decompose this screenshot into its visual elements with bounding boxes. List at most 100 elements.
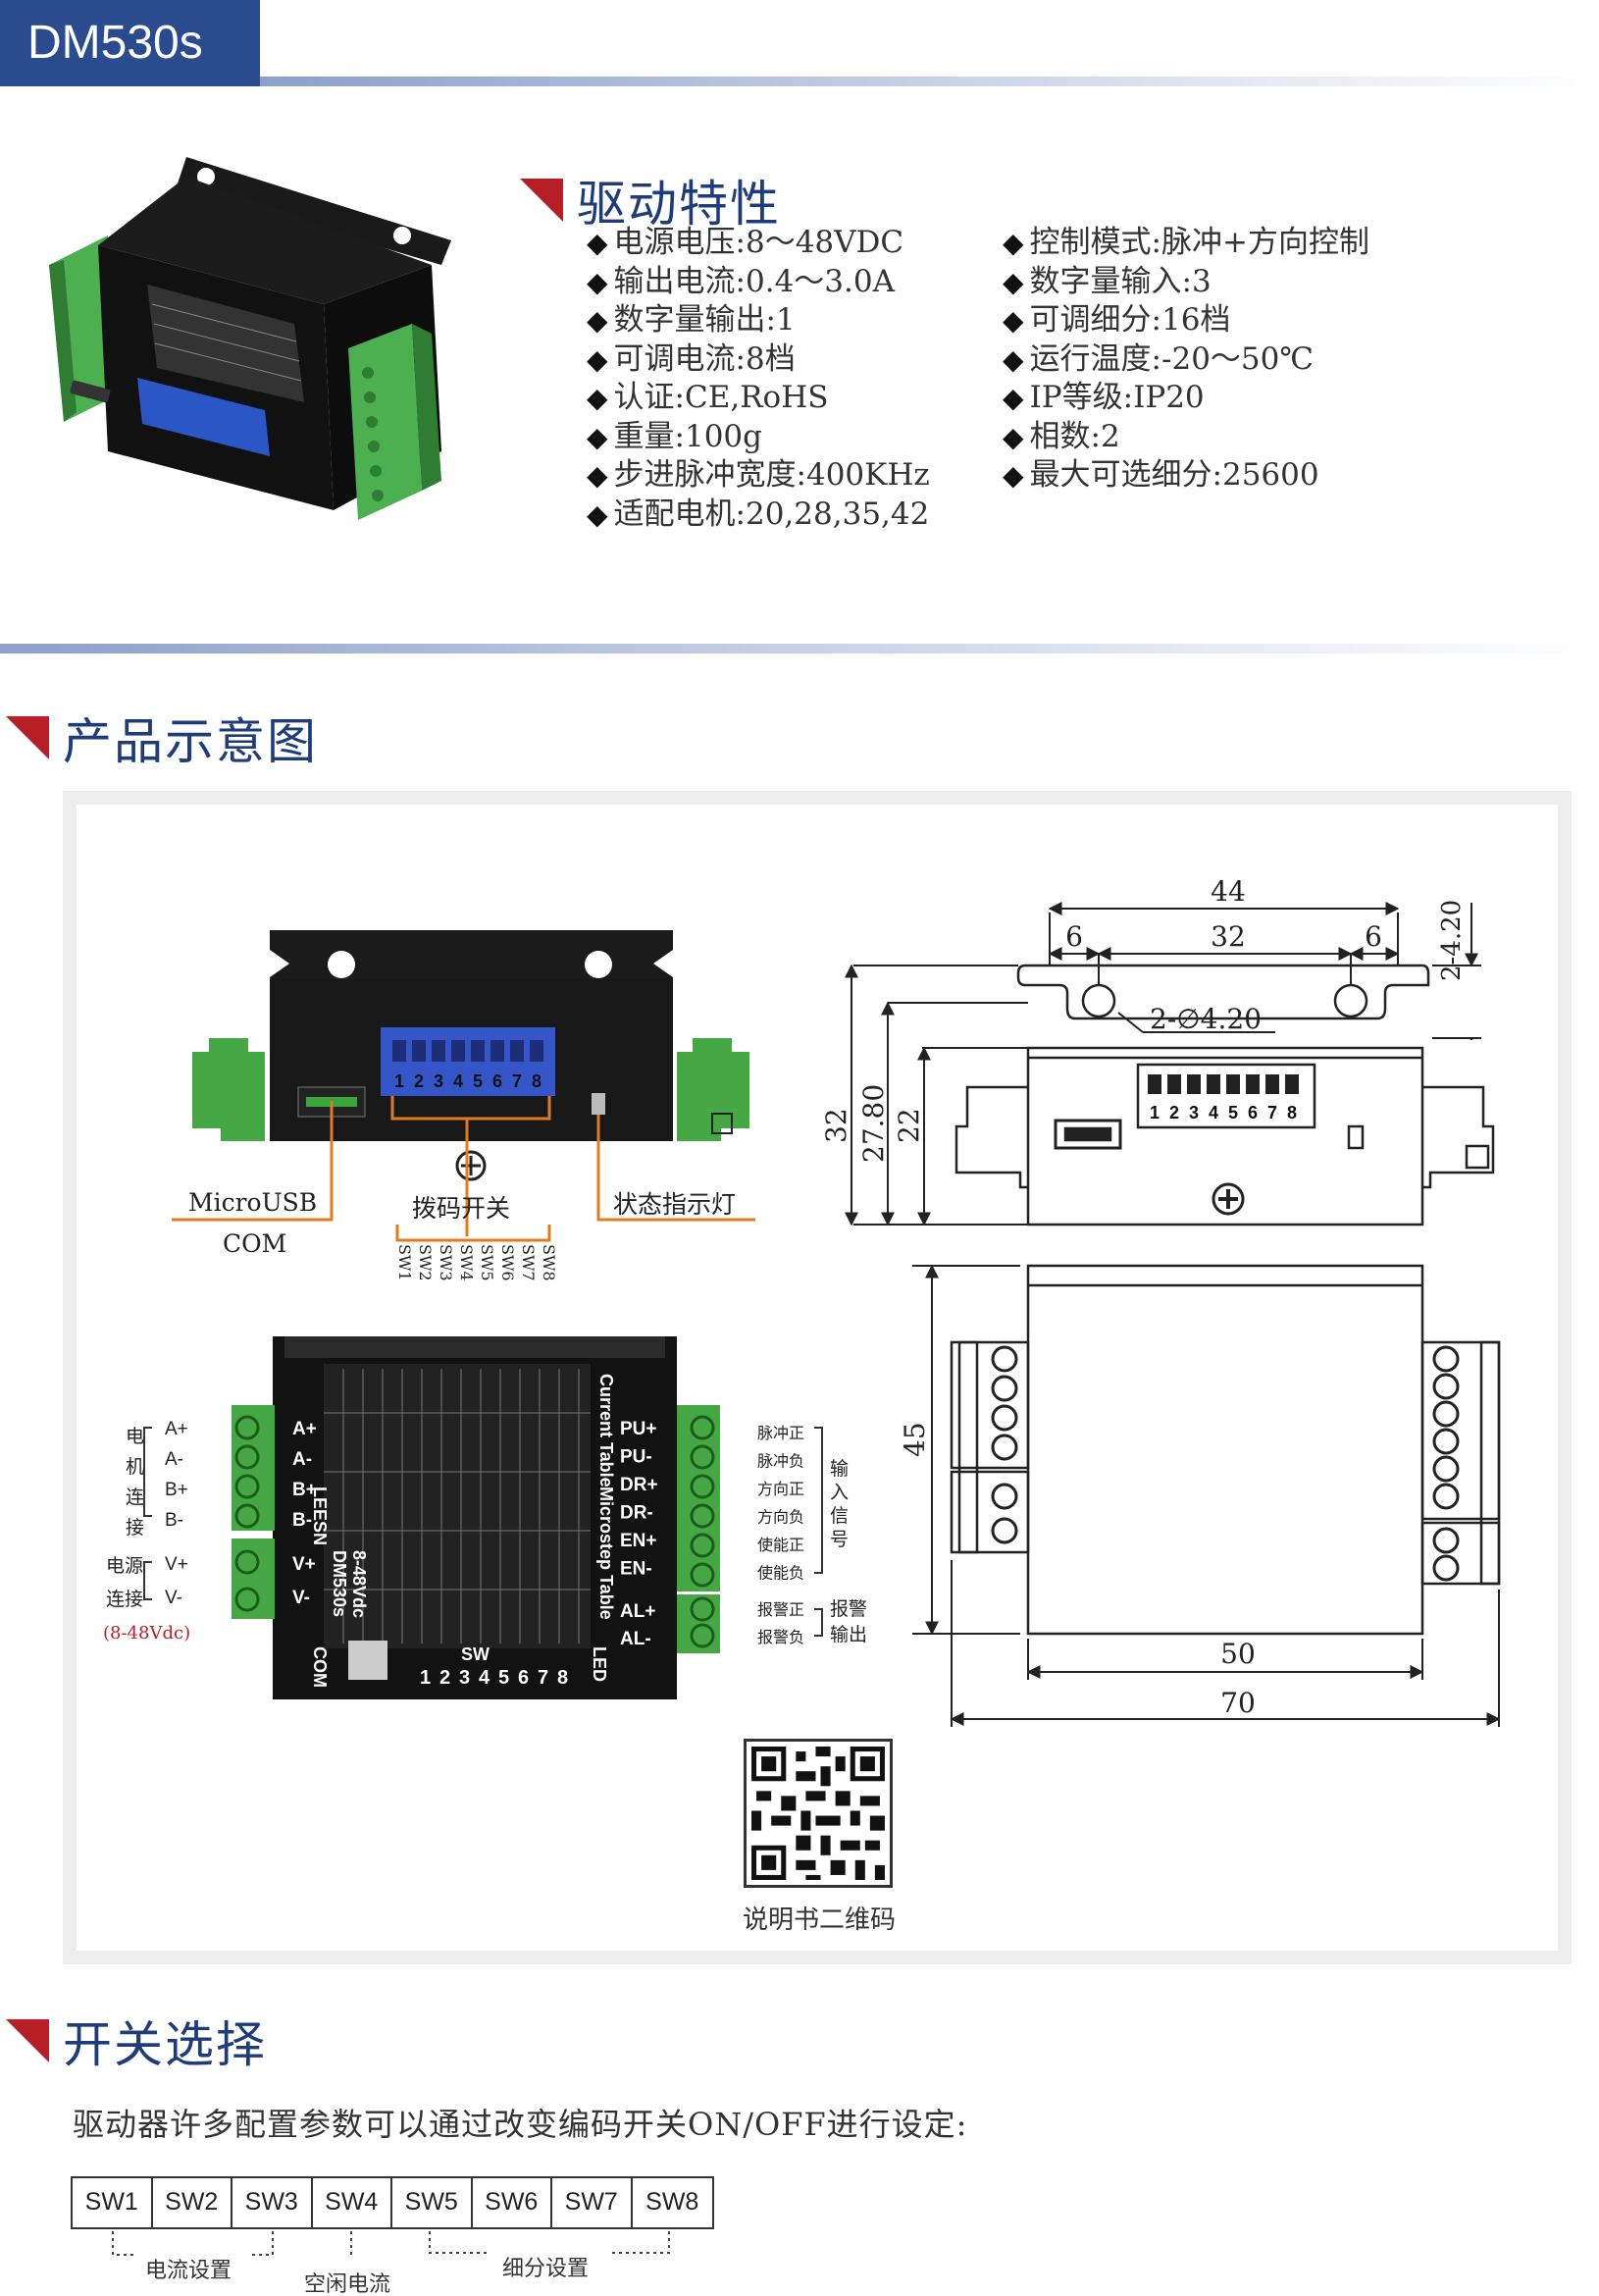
dip-number: 1 [420,1667,431,1689]
qr-code-icon [747,1742,890,1885]
feature-item: ◆数字量输入:3 [1003,263,1369,302]
diamond-bullet-icon: ◆ [1003,459,1024,492]
led-label: 状态指示灯 [613,1190,736,1219]
device-signal-pin-label: AL- [620,1629,651,1649]
device-pin-label: A- [292,1449,312,1470]
product-photo [49,157,451,520]
dim-44: 44 [1211,875,1246,908]
dim-6-left: 6 [1065,920,1083,953]
signal-name-label: 报警正 [757,1600,804,1619]
switch-cell-sw6: SW6 [473,2178,552,2227]
diamond-bullet-icon: ◆ [1003,342,1024,376]
features-heading: 驱动特性 [520,165,781,235]
dip-number: 7 [1267,1103,1277,1122]
feature-item: ◆IP等级:IP20 [1003,379,1369,418]
dip-number: 5 [498,1667,509,1689]
feature-item: ◆控制模式:脉冲+方向控制 [1003,224,1369,263]
dip-number: 6 [518,1667,529,1689]
feature-item: ◆适配电机:20,28,35,42 [587,496,930,535]
device-signal-pin-label: EN- [620,1559,652,1580]
dip-number: 1 [1150,1103,1160,1122]
group-idle-label: 空闲电流 [304,2272,391,2296]
dim-32-vertical: 32 [820,1108,852,1143]
dip-number: 7 [538,1667,548,1689]
switch-cell-sw4: SW4 [313,2178,392,2227]
diamond-bullet-icon: ◆ [1003,304,1024,337]
dim-70: 70 [1220,1687,1256,1719]
dim-hole-offset: 2-4.20 [1437,900,1467,981]
qr-label: 说明书二维码 [742,1905,896,1935]
device-signal-pin-label: PU+ [620,1419,657,1439]
diamond-bullet-icon: ◆ [587,227,608,259]
device-pin-label: V- [292,1588,310,1608]
dip-number: 4 [453,1071,463,1091]
switch-heading: 开关选择 [6,2006,267,2076]
feature-item: ◆输出电流:0.4～3.0A [587,263,930,302]
motor-pin-label: A+ [165,1419,188,1439]
dim-hole-label: 2-∅4.20 [1150,1003,1262,1035]
switch-cell-sw2: SW2 [153,2178,232,2227]
group-label-vertical: 输入信号 [830,1458,849,1550]
device-com-text: COM [310,1646,330,1688]
screw-icon [455,1150,487,1181]
motor-pin-label: B+ [165,1480,188,1500]
com-label: COM [223,1229,286,1258]
device-brand: LEESN [310,1487,330,1545]
signal-name-label: 脉冲负 [757,1452,804,1471]
switch-cell-sw7: SW7 [552,2178,633,2227]
manual-qr-code[interactable] [744,1739,893,1888]
device-signal-pin-label: PU- [620,1447,652,1468]
feature-item: ◆最大可选细分:25600 [1003,456,1369,496]
switch-name-vertical: SW5 [478,1244,496,1281]
switch-name-vertical: SW1 [395,1244,414,1281]
dip-number: 3 [1189,1103,1199,1122]
switch-group-brackets [112,2231,670,2256]
device-signal-pin-label: AL+ [620,1601,655,1622]
signal-name-label: 使能负 [757,1564,804,1583]
top-view-drawing [172,930,755,1242]
dim-32-horizontal: 32 [1211,920,1246,953]
signal-name-label: 报警负 [757,1628,804,1646]
device-pin-label: B+ [292,1480,317,1500]
signal-name-label: 使能正 [757,1536,804,1554]
diamond-bullet-icon: ◆ [587,420,608,453]
switch-name-vertical: SW8 [540,1244,558,1281]
dip-number: 1 [394,1071,404,1091]
dim-50: 50 [1220,1638,1256,1670]
schematic-heading: 产品示意图 [6,703,318,773]
title-triangle-icon [6,2019,49,2062]
dip-number: 2 [1169,1103,1179,1122]
diamond-bullet-icon: ◆ [1003,382,1024,414]
switch-name-vertical: SW7 [519,1244,538,1281]
dip-number: 5 [1228,1103,1238,1122]
device-pin-label: B- [292,1510,312,1531]
dip-number: 8 [557,1667,568,1689]
diamond-bullet-icon: ◆ [587,382,608,414]
led-icon [592,1093,605,1115]
switch-name-vertical: SW4 [457,1244,476,1281]
dip-number: 2 [439,1667,450,1689]
dim-27-80: 27.80 [857,1084,890,1163]
dip-number: 8 [1287,1103,1297,1122]
header-rule [260,77,1599,86]
usb-label: MicroUSB [188,1188,317,1217]
diamond-bullet-icon: ◆ [1003,420,1024,453]
alarm-group-label: 报警输出 [830,1598,867,1645]
device-sw-text: SW [461,1644,490,1664]
feature-item: ◆数字量输出:1 [587,301,930,340]
feature-item: ◆可调电流:8档 [587,340,930,380]
schematic-diagram: MicroUSB COM 拨码开关 状态指示灯 44 32 6 6 2-4.20… [103,875,1501,1727]
diamond-bullet-icon: ◆ [587,342,608,376]
switch-intro: 驱动器许多配置参数可以通过改变编码开关ON/OFF进行设定: [73,2106,968,2143]
dip-number: 7 [512,1071,522,1091]
dip-number: 2 [414,1071,424,1091]
feature-item: ◆重量:100g [587,418,930,457]
group-microstep-label: 细分设置 [502,2257,590,2281]
mount-hole-icon [393,227,411,244]
title-triangle-icon [6,716,49,759]
feature-item: ◆可调细分:16档 [1003,301,1369,340]
dimension-front-drawing [950,1264,1501,1636]
switch-name-vertical: SW6 [498,1244,517,1281]
feature-item: ◆认证:CE,RoHS [587,379,930,418]
